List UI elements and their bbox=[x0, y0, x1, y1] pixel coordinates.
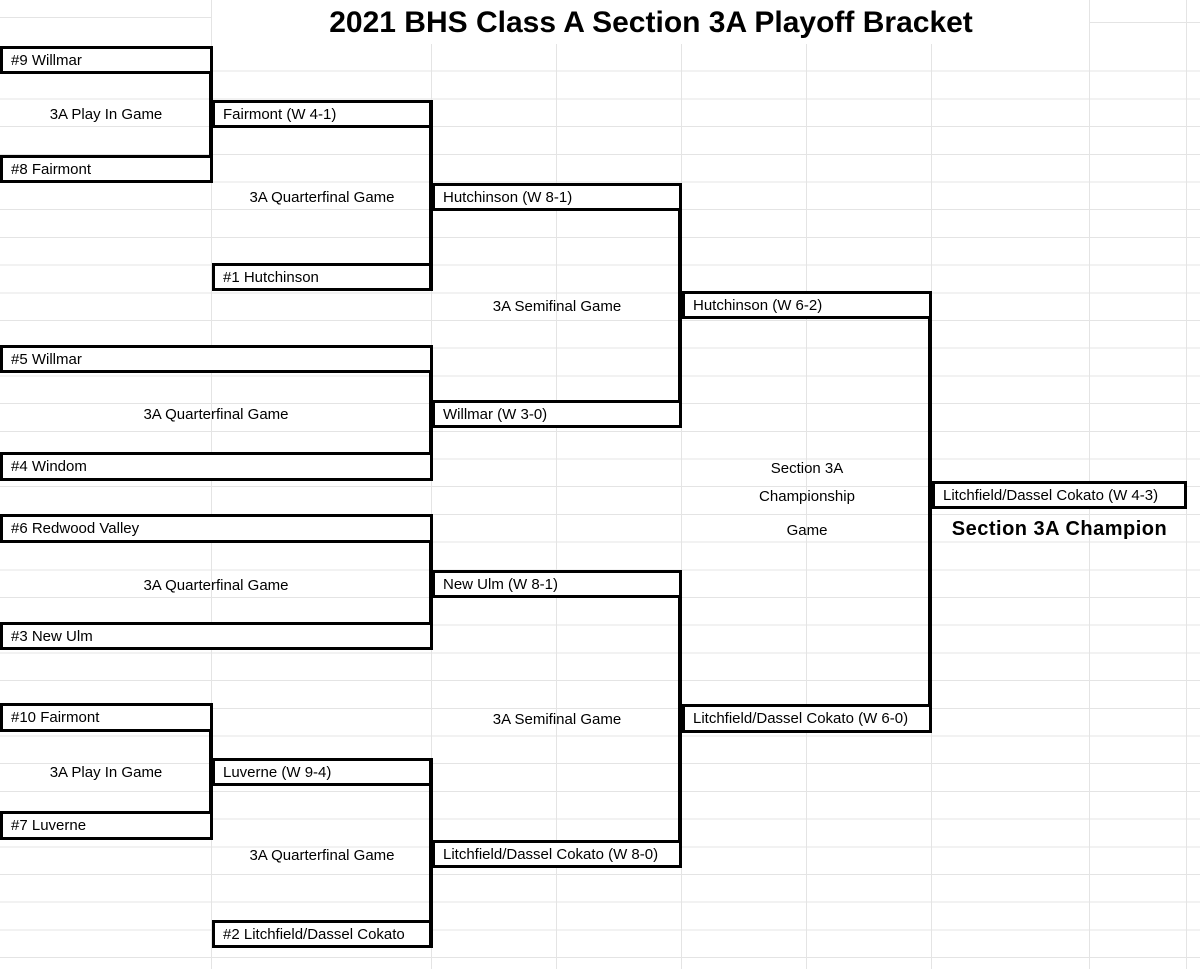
championship-label-line1: Section 3A bbox=[770, 460, 844, 477]
team-box-seed2: #2 Litchfield/Dassel Cokato bbox=[212, 920, 432, 948]
round-label-quarterfinal3: 3A Quarterfinal Game bbox=[143, 576, 289, 594]
round-label-playin2: 3A Play In Game bbox=[49, 763, 163, 781]
winner-box-playin1: Fairmont (W 4-1) bbox=[212, 100, 432, 128]
team-box-seed5: #5 Willmar bbox=[0, 345, 433, 373]
champion-caption: Section 3A Champion bbox=[951, 517, 1168, 540]
championship-label-line2: Championship bbox=[759, 488, 855, 505]
round-label-semifinal2: 3A Semifinal Game bbox=[492, 710, 622, 728]
grid-vline-557 bbox=[556, 44, 557, 969]
bracket-connector-playin1 bbox=[209, 46, 213, 183]
winner-box-qf1: Hutchinson (W 8-1) bbox=[432, 183, 682, 211]
team-box-seed6: #6 Redwood Valley bbox=[0, 514, 433, 543]
team-box-seed10: #10 Fairmont bbox=[0, 703, 213, 732]
bracket-connector-final bbox=[928, 291, 932, 733]
winner-box-playin2: Luverne (W 9-4) bbox=[212, 758, 432, 786]
team-box-seed3: #3 New Ulm bbox=[0, 622, 433, 650]
team-box-seed9: #9 Willmar bbox=[0, 46, 213, 74]
round-label-playin1: 3A Play In Game bbox=[49, 105, 163, 123]
winner-box-qf2: Willmar (W 3-0) bbox=[432, 400, 682, 428]
bracket-connector-sf2 bbox=[678, 570, 682, 868]
grid-vline-432 bbox=[431, 44, 432, 969]
winner-box-qf4: Litchfield/Dassel Cokato (W 8-0) bbox=[432, 840, 682, 868]
bracket-connector-qf2 bbox=[429, 345, 433, 481]
grid-hline-topleft bbox=[0, 17, 212, 18]
round-label-quarterfinal1: 3A Quarterfinal Game bbox=[249, 188, 395, 206]
team-box-seed7: #7 Luverne bbox=[0, 811, 213, 840]
grid-vline-212 bbox=[211, 0, 212, 969]
team-box-seed4: #4 Windom bbox=[0, 452, 433, 481]
grid-hline-topright bbox=[1090, 22, 1200, 23]
bracket-connector-playin2 bbox=[209, 703, 213, 840]
team-box-seed8: #8 Fairmont bbox=[0, 155, 213, 183]
bracket-connector-sf1 bbox=[678, 183, 682, 428]
championship-label-line3: Game bbox=[786, 522, 828, 539]
round-label-quarterfinal2: 3A Quarterfinal Game bbox=[143, 405, 289, 423]
round-label-quarterfinal4: 3A Quarterfinal Game bbox=[249, 846, 395, 864]
winner-box-final: Litchfield/Dassel Cokato (W 4-3) bbox=[932, 481, 1187, 509]
bracket-connector-qf4 bbox=[429, 758, 433, 948]
bracket-connector-qf3 bbox=[429, 514, 433, 650]
grid-vline-807 bbox=[806, 44, 807, 969]
round-label-semifinal1: 3A Semifinal Game bbox=[492, 297, 622, 315]
winner-box-sf1: Hutchinson (W 6-2) bbox=[682, 291, 932, 319]
winner-box-sf2: Litchfield/Dassel Cokato (W 6-0) bbox=[682, 704, 932, 733]
bracket-connector-qf1 bbox=[429, 100, 433, 291]
team-box-seed1: #1 Hutchinson bbox=[212, 263, 432, 291]
page-title: 2021 BHS Class A Section 3A Playoff Brac… bbox=[329, 5, 973, 39]
winner-box-qf3: New Ulm (W 8-1) bbox=[432, 570, 682, 598]
grid-vline-682 bbox=[681, 44, 682, 969]
